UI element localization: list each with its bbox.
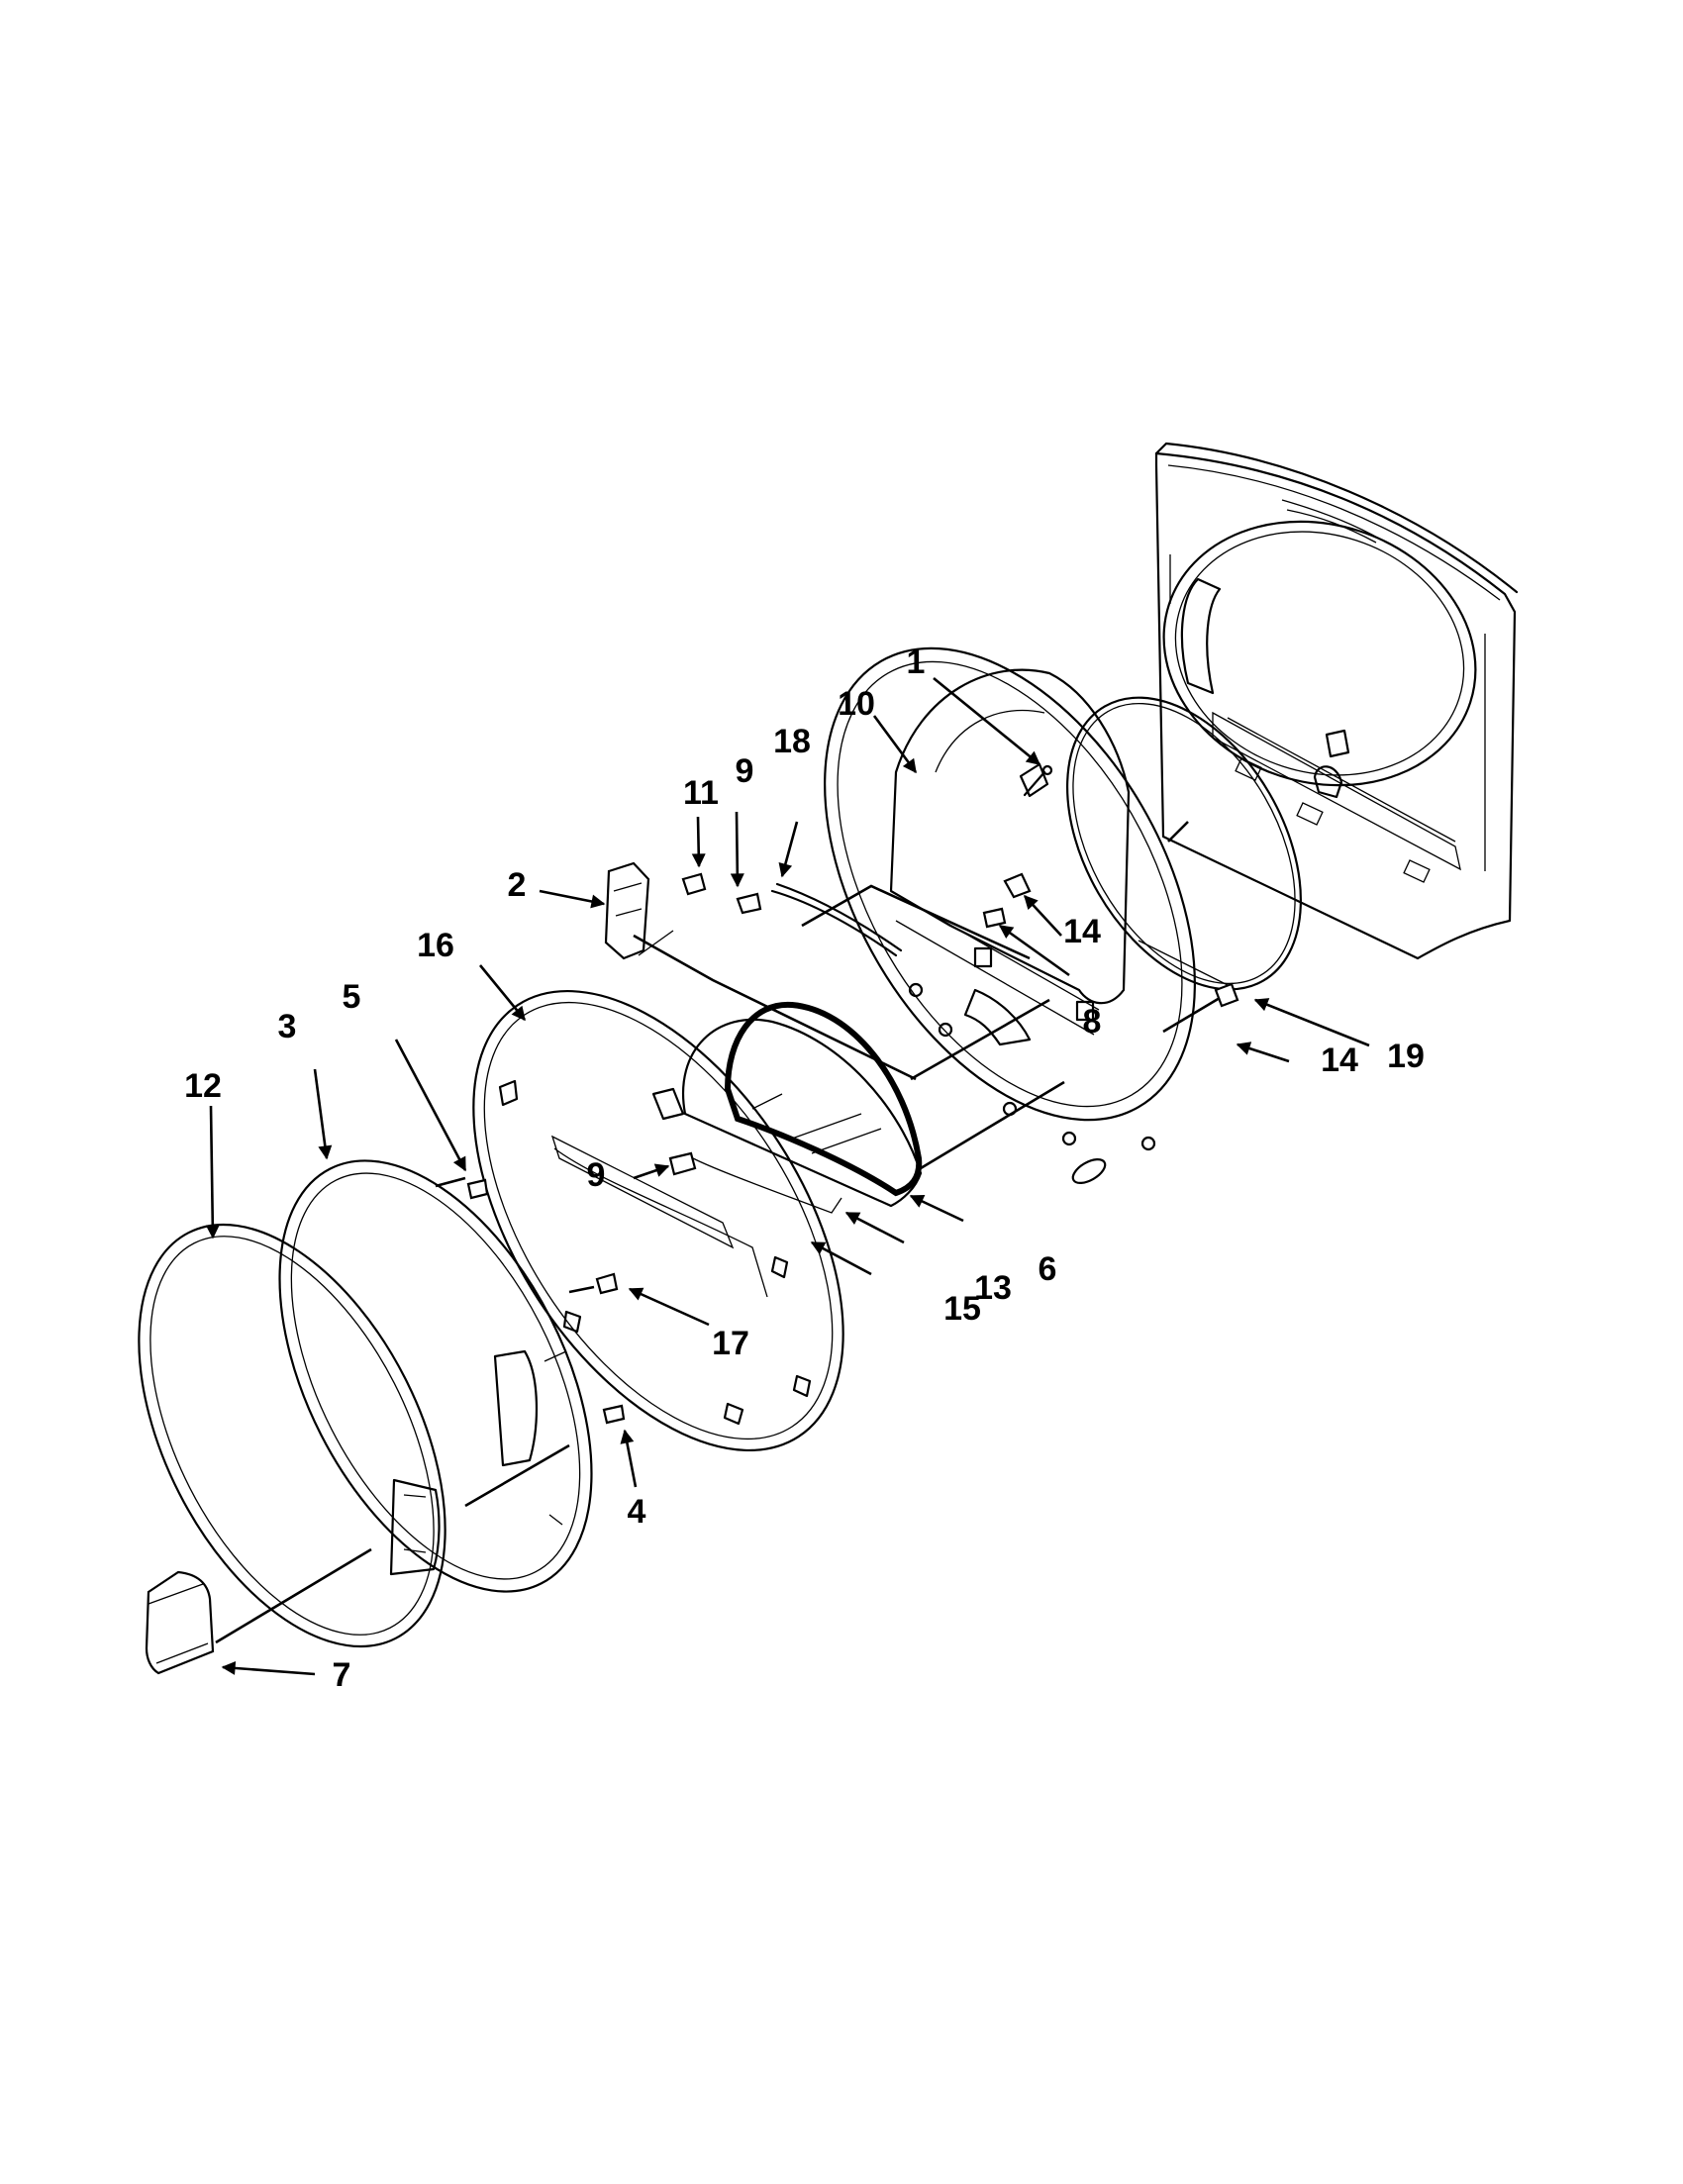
callout-4: 4 bbox=[628, 1493, 646, 1531]
callout-13: 13 bbox=[974, 1269, 1012, 1307]
door-trim-ring bbox=[138, 1223, 446, 1648]
hinge-pin bbox=[1023, 764, 1053, 797]
leader-arrows bbox=[205, 676, 1370, 1676]
callout-15: 15 bbox=[943, 1290, 981, 1328]
front-panel bbox=[1154, 442, 1519, 960]
callout-12: 12 bbox=[184, 1067, 222, 1105]
callout-labels: 1 2 3 4 5 6 7 8 9 9 10 11 12 13 14 14 15… bbox=[184, 644, 1425, 1694]
screw bbox=[466, 872, 1007, 1425]
callout-9b: 9 bbox=[587, 1156, 606, 1194]
clip bbox=[1003, 872, 1239, 1008]
outer-door-ring bbox=[278, 1159, 593, 1593]
callout-7: 7 bbox=[333, 1656, 351, 1694]
callout-14a: 14 bbox=[1063, 913, 1101, 950]
callout-5: 5 bbox=[343, 978, 361, 1016]
assembly-lines bbox=[215, 821, 1221, 1644]
callout-2: 2 bbox=[508, 866, 527, 904]
hinge-part bbox=[604, 861, 674, 960]
door-seal-gasket bbox=[1066, 696, 1302, 991]
callout-1: 1 bbox=[907, 644, 926, 681]
door-liner bbox=[472, 989, 844, 1452]
callout-11: 11 bbox=[683, 774, 719, 812]
callout-18: 18 bbox=[773, 723, 811, 760]
inner-door-frame bbox=[824, 646, 1196, 1185]
callout-17: 17 bbox=[712, 1325, 749, 1362]
callout-14b: 14 bbox=[1321, 1042, 1358, 1079]
door-handle bbox=[145, 1570, 215, 1675]
callout-10: 10 bbox=[838, 685, 875, 723]
callout-16: 16 bbox=[417, 927, 454, 964]
callout-8: 8 bbox=[1083, 1003, 1102, 1041]
strike-plate bbox=[770, 882, 903, 957]
callout-19: 19 bbox=[1387, 1038, 1425, 1075]
callout-9a: 9 bbox=[736, 752, 754, 790]
door-glass-assembly bbox=[682, 1001, 923, 1214]
callout-3: 3 bbox=[278, 1008, 297, 1045]
callout-6: 6 bbox=[1039, 1250, 1057, 1288]
